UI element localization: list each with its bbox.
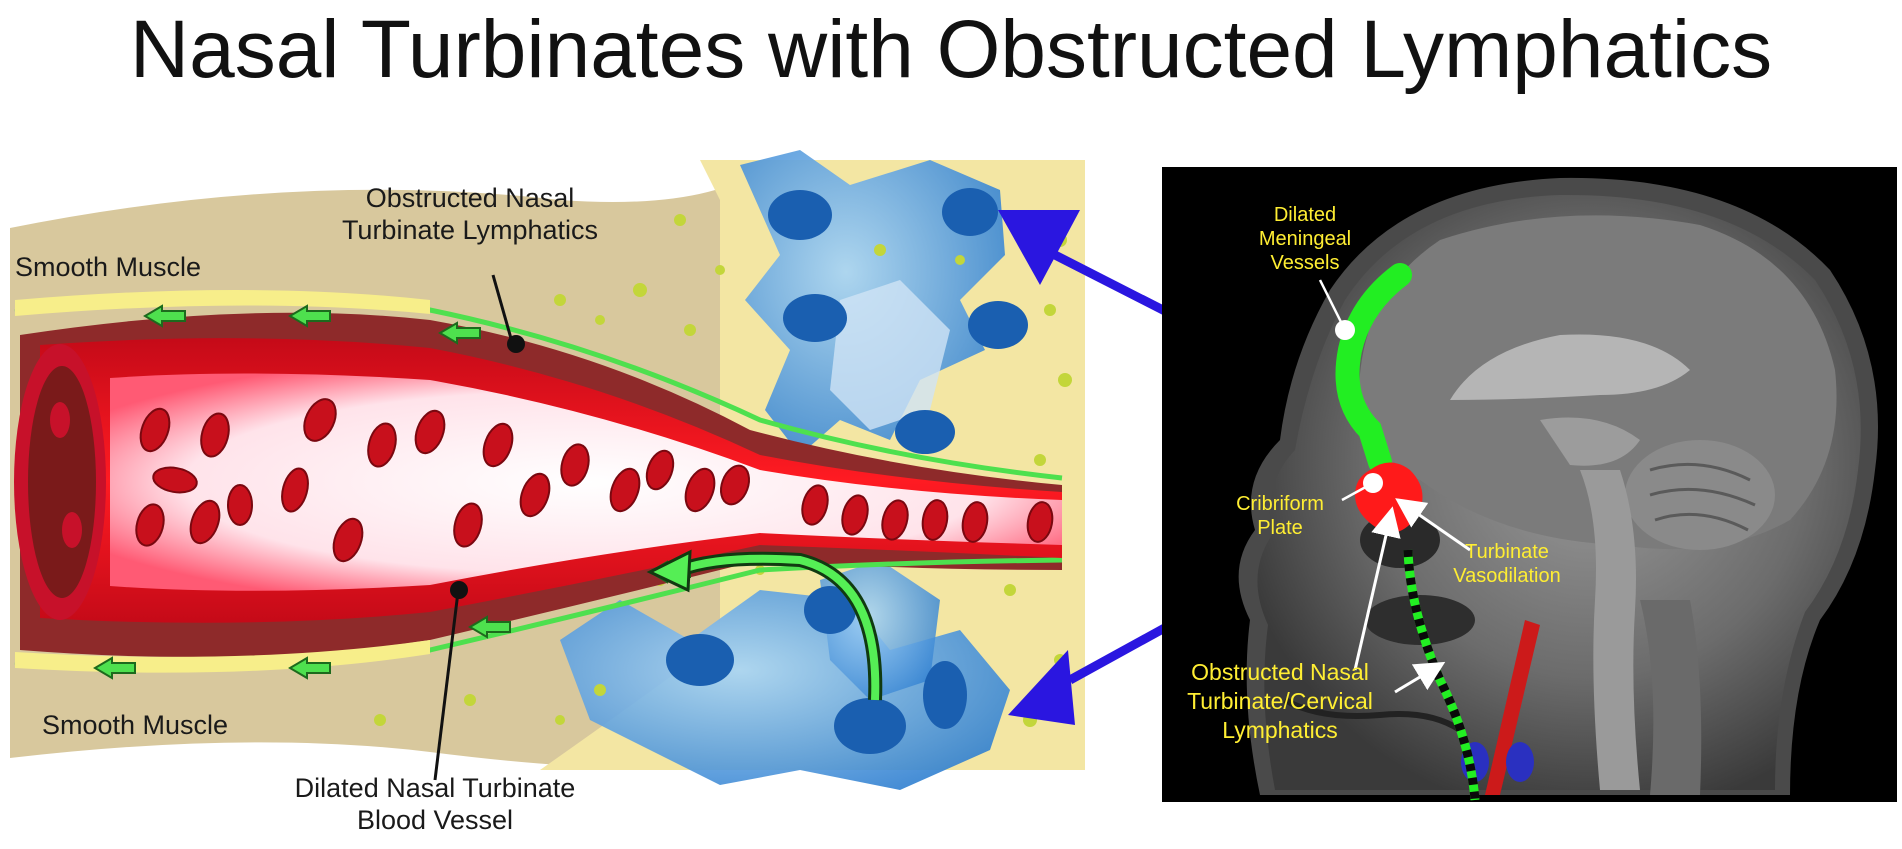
label-smooth-muscle-bottom: Smooth Muscle: [42, 710, 229, 740]
label-smooth-muscle-top: Smooth Muscle: [15, 252, 202, 282]
label-dilated-vessel-line1: Dilated Nasal Turbinate: [294, 773, 576, 803]
left-label-pointers: [433, 274, 525, 781]
label-obstructed-lymphatics: Obstructed Nasal Turbinate Lymphatics: [300, 182, 640, 246]
red-blood-cells: [135, 398, 1054, 563]
label-cervical-line2: Turbinate/Cervical: [1187, 688, 1373, 714]
lymph-flow-arrows: [93, 304, 691, 680]
drainage-arrow-head: [646, 549, 692, 593]
label-turbinate-vasodilation: Turbinate Vasodilation: [1432, 540, 1582, 588]
interstitial-cells: [560, 150, 1028, 790]
label-meningeal-line1: Dilated: [1273, 204, 1337, 226]
label-obstructed-lymphatics-line1: Obstructed Nasal: [365, 183, 575, 213]
mri-panel: [1162, 167, 1897, 802]
label-meningeal-vessels: Dilated Meningeal Vessels: [1235, 203, 1375, 275]
label-vasodilation-line2: Vasodilation: [1453, 565, 1561, 587]
drainage-curved-arrow-fill: [678, 554, 880, 701]
label-cervical-lymphatics: Obstructed Nasal Turbinate/Cervical Lymp…: [1165, 658, 1395, 745]
label-cervical-line3: Lymphatics: [1222, 717, 1338, 743]
label-obstructed-lymphatics-line2: Turbinate Lymphatics: [341, 215, 599, 245]
label-meningeal-line2: Meningeal: [1258, 228, 1352, 250]
label-dilated-vessel-line2: Blood Vessel: [356, 805, 514, 835]
label-vasodilation-line1: Turbinate: [1465, 541, 1549, 563]
label-cribriform-line2: Plate: [1257, 517, 1303, 539]
label-dilated-vessel: Dilated Nasal Turbinate Blood Vessel: [255, 772, 615, 836]
label-cribriform-plate: Cribriform Plate: [1215, 492, 1345, 540]
label-meningeal-line3: Vessels: [1270, 252, 1340, 274]
label-cervical-line1: Obstructed Nasal: [1191, 659, 1369, 685]
diagram-title: Nasal Turbinates with Obstructed Lymphat…: [129, 4, 1773, 95]
label-cribriform-line1: Cribriform: [1236, 493, 1324, 515]
